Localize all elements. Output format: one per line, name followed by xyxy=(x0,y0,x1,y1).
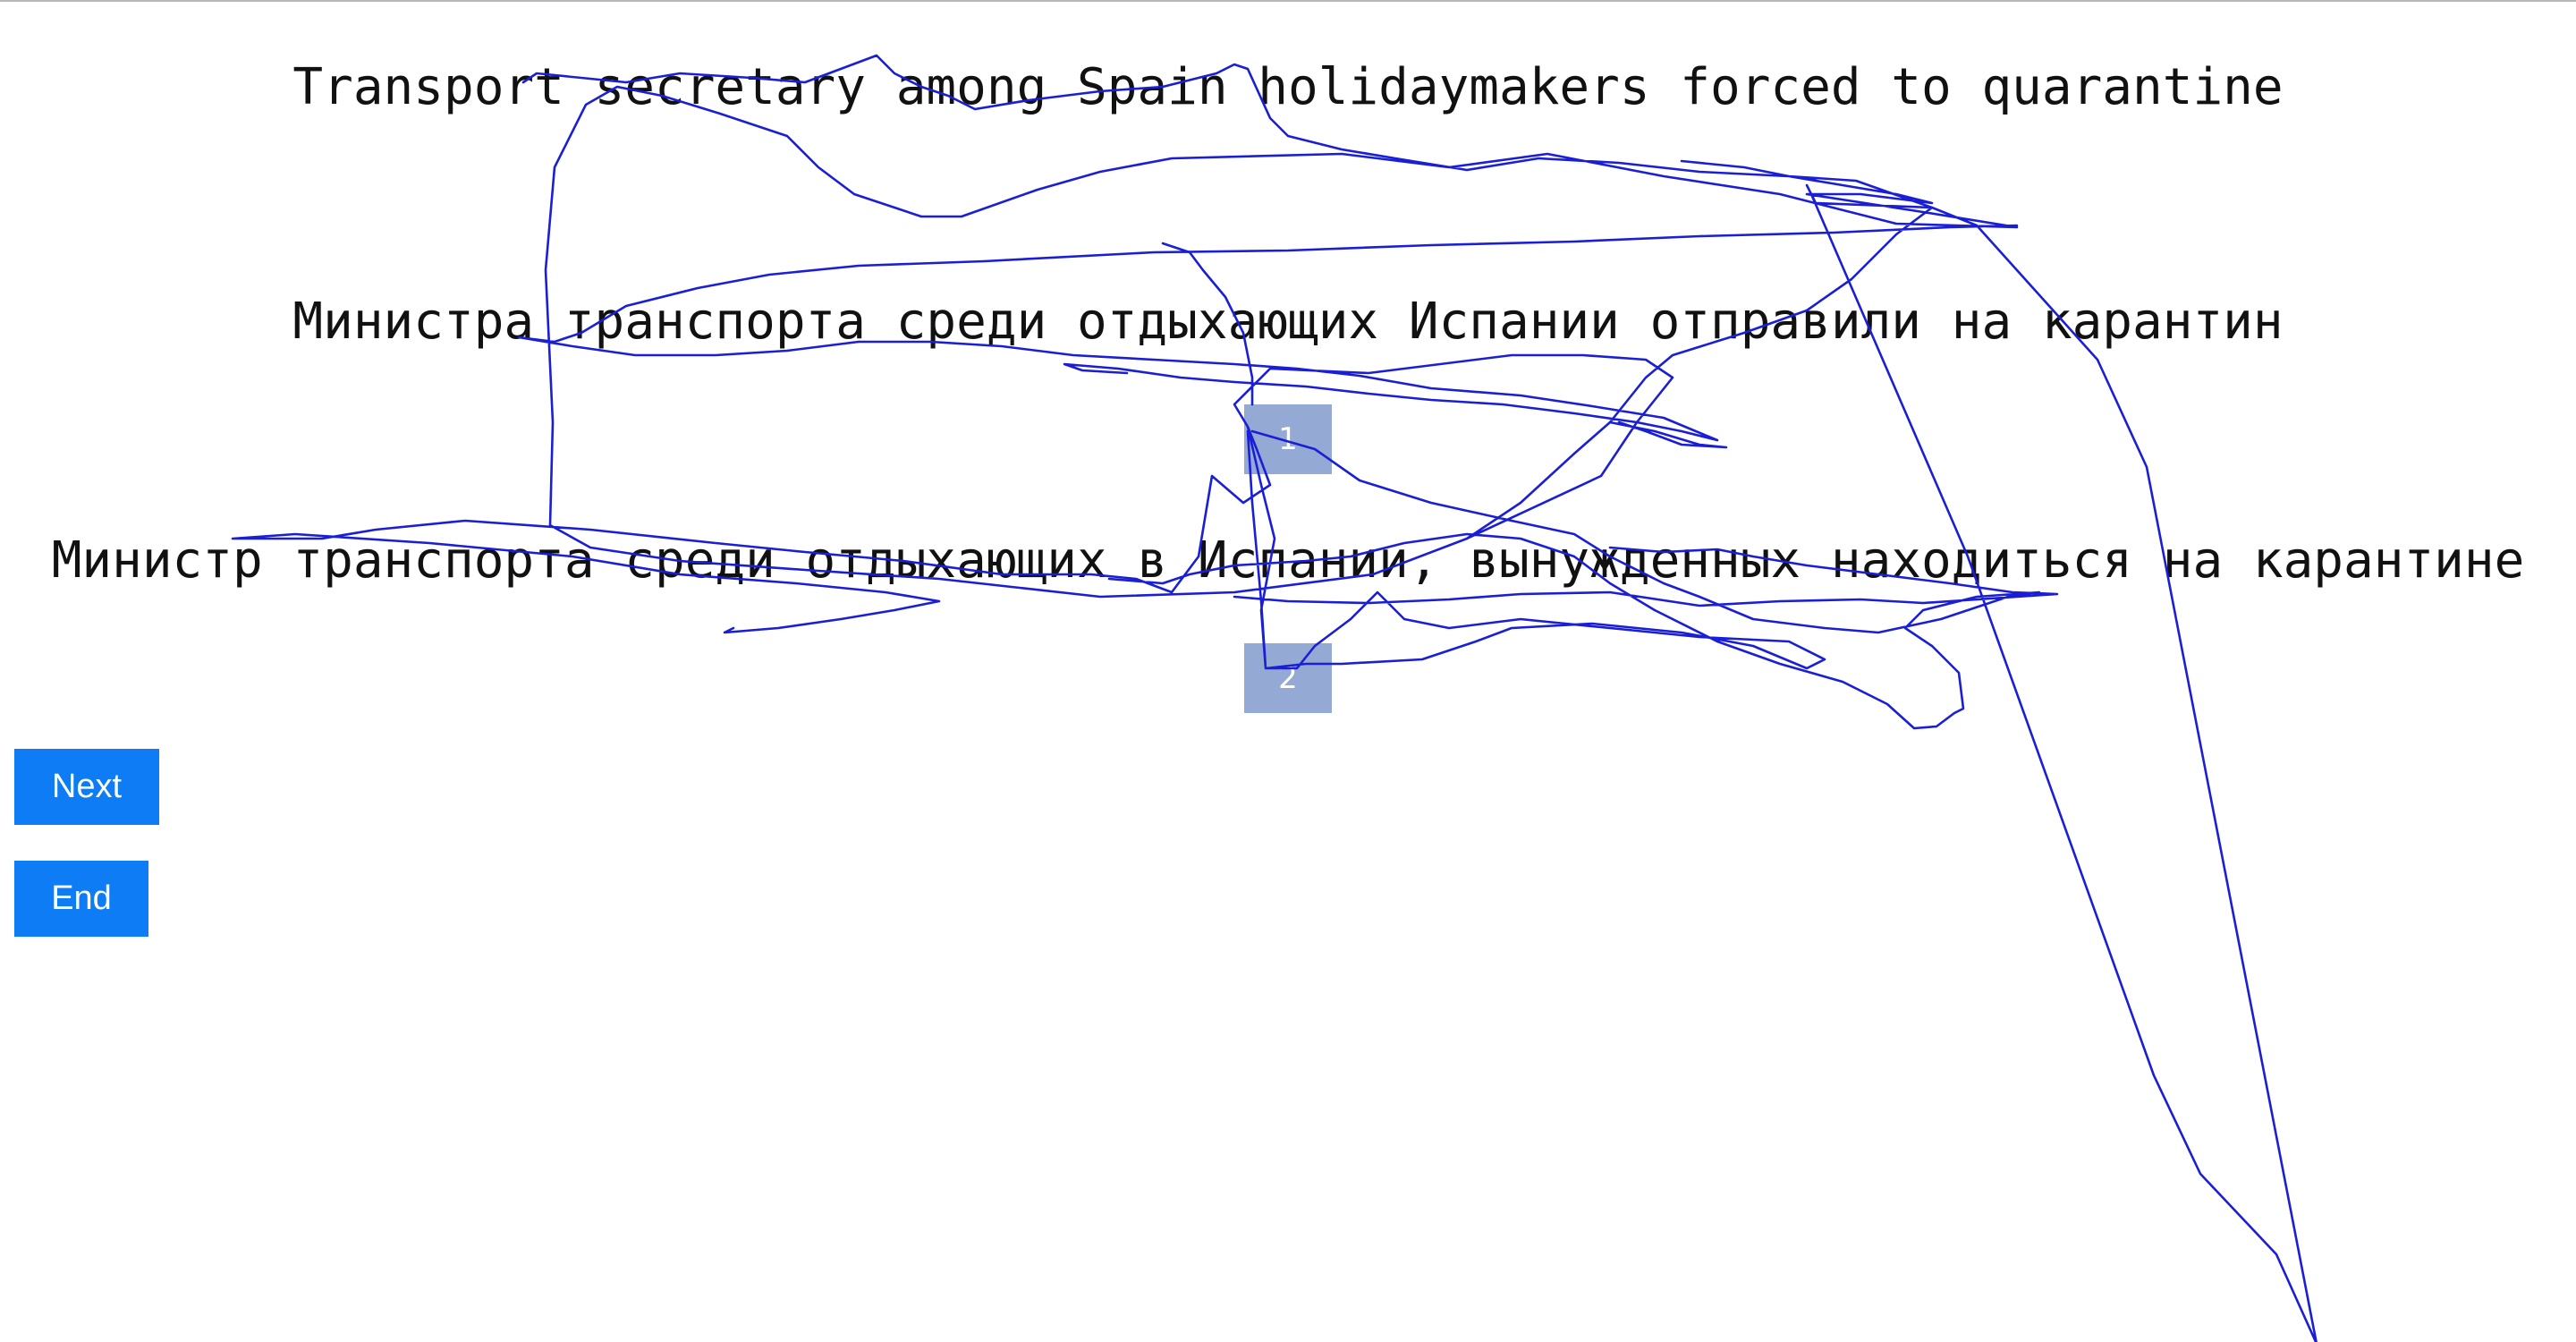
next-button[interactable]: Next xyxy=(14,749,159,825)
translation-sentence-1: Министра транспорта среди отдыхающих Исп… xyxy=(292,293,2284,351)
rank-marker-2[interactable]: 2 xyxy=(1244,643,1332,713)
rank-marker-1[interactable]: 1 xyxy=(1244,404,1332,474)
translation-sentence-2: Министр транспорта среди отдыхающих в Ис… xyxy=(51,531,2525,590)
end-button[interactable]: End xyxy=(14,861,148,937)
source-sentence: Transport secretary among Spain holidaym… xyxy=(292,58,2284,116)
